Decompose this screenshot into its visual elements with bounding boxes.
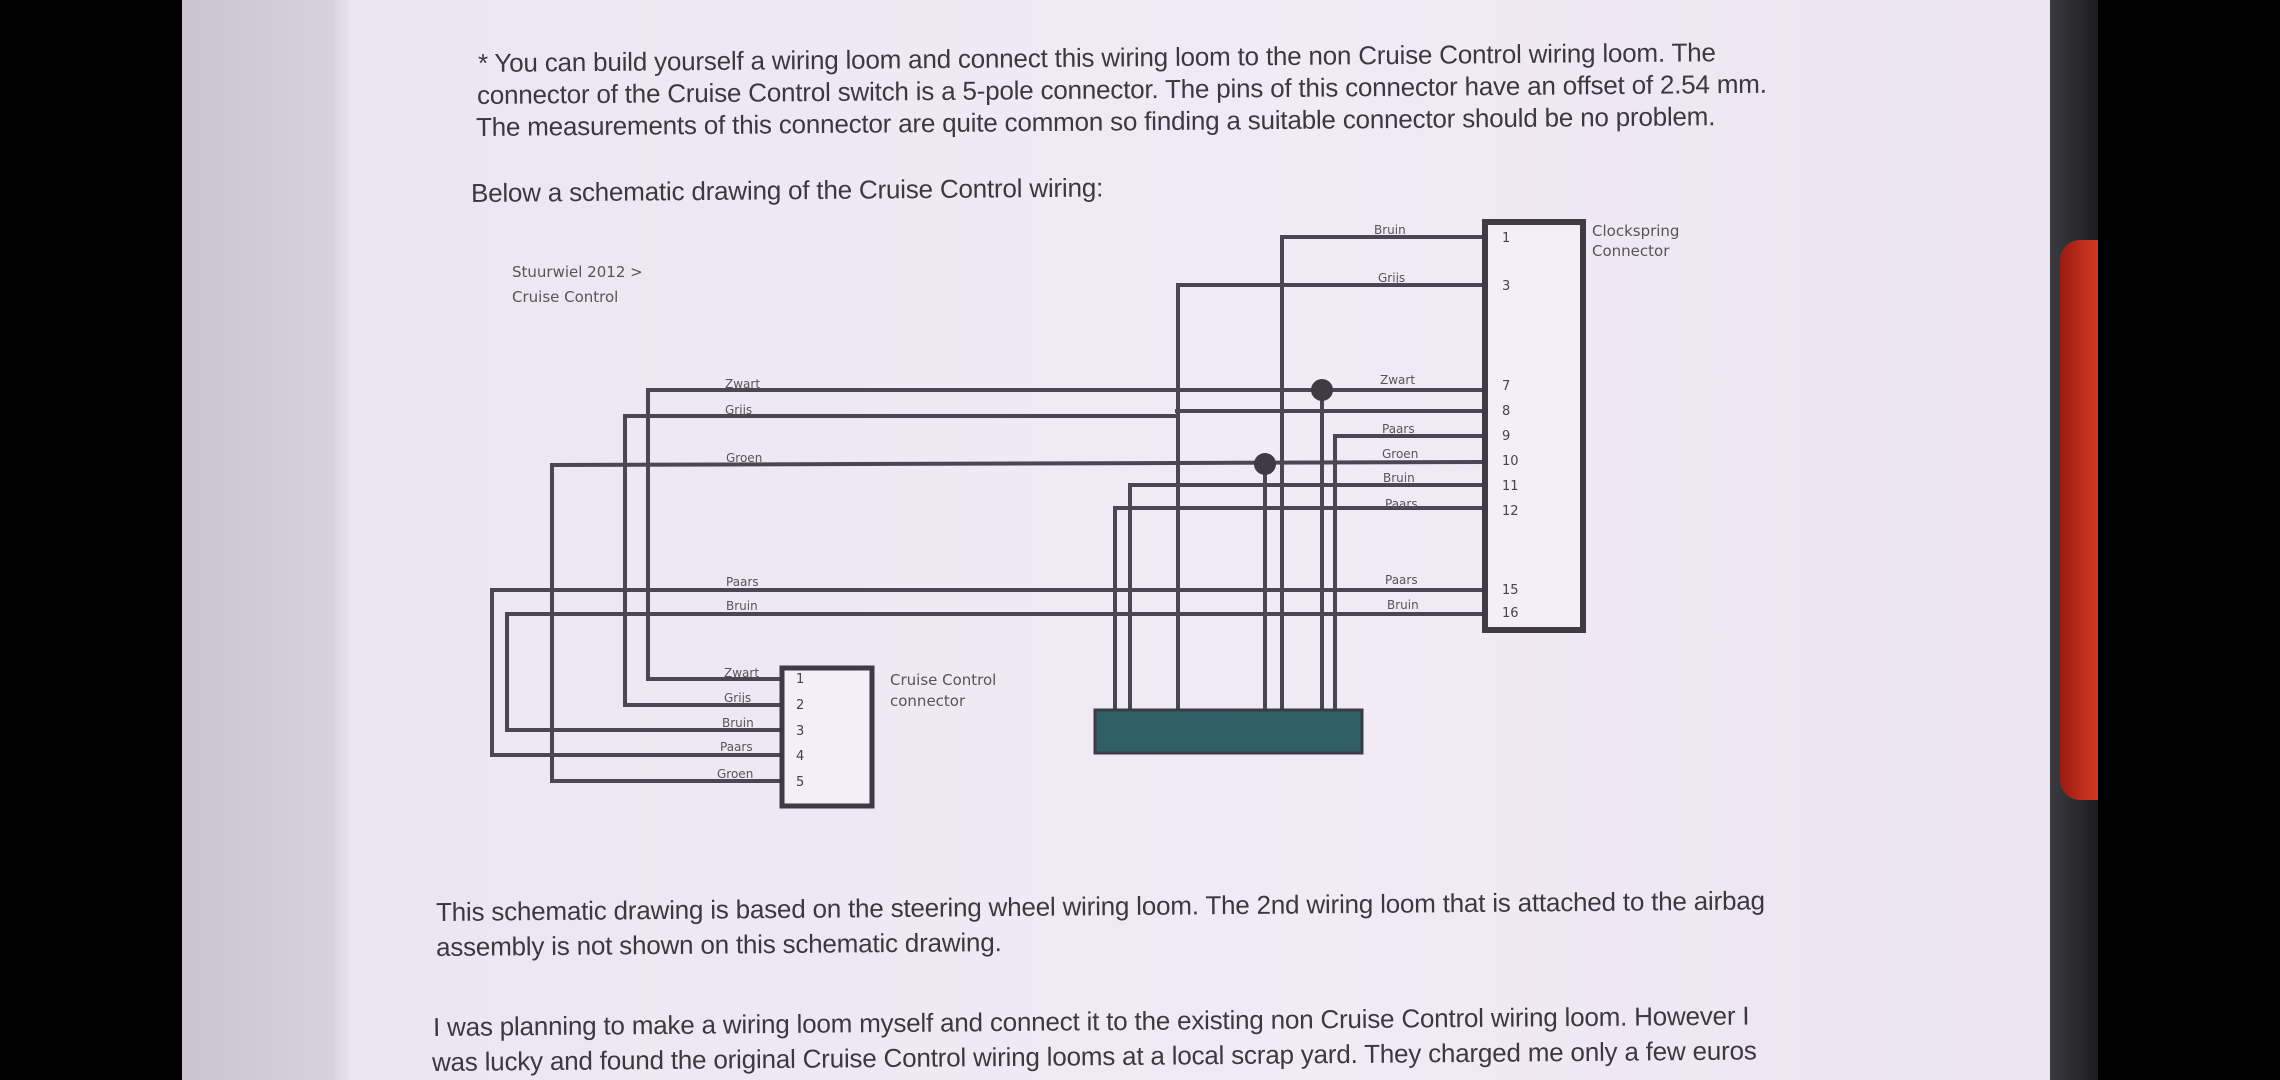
- pin-label: 3: [1502, 279, 1510, 294]
- pin-label: 1: [796, 672, 804, 687]
- wire-label: Bruin: [1383, 471, 1415, 485]
- pin-label: 16: [1502, 606, 1519, 621]
- clockspring-label-1: Clockspring: [1592, 222, 1679, 240]
- pin-label: 11: [1502, 479, 1519, 494]
- wire-grijs: [623, 283, 1483, 707]
- wire-label: Paars: [726, 575, 759, 589]
- junction-dot: [1254, 453, 1276, 475]
- pin-label: 7: [1502, 379, 1510, 394]
- wire-label: Grijs: [725, 403, 752, 417]
- junction-dot: [1311, 379, 1333, 401]
- pin-label: 10: [1502, 454, 1519, 469]
- wire-paars-12: [1113, 506, 1483, 710]
- wire-bruin-11: [1128, 483, 1483, 710]
- clockspring-connector: [1482, 219, 1586, 633]
- wire-label: Zwart: [725, 377, 760, 391]
- steering-switch-block: [1093, 708, 1364, 755]
- pin-label: 8: [1502, 404, 1510, 419]
- wire-bruin-top: [1280, 235, 1483, 710]
- para2-line-2: assembly is not shown on this schematic …: [435, 927, 1002, 962]
- pin-label: 1: [1502, 231, 1510, 246]
- red-object: [2060, 240, 2098, 800]
- pin-label: 3: [796, 724, 804, 739]
- wire-label: Paars: [1382, 422, 1415, 436]
- wire-label: Zwart: [724, 666, 759, 680]
- clockspring-label-2: Connector: [1592, 242, 1670, 260]
- wire-label: Bruin: [726, 599, 758, 613]
- wire-label: Grijs: [1378, 271, 1405, 285]
- pin-label: 4: [796, 749, 804, 764]
- pin-label: 15: [1502, 583, 1519, 598]
- wire-label: Paars: [720, 740, 753, 754]
- wire-paars-9: [1333, 434, 1483, 710]
- cruise-control-connector: [779, 665, 875, 809]
- diagram-title-2: Cruise Control: [512, 288, 618, 306]
- wire-label: Bruin: [722, 716, 754, 730]
- wire-zwart: [646, 388, 1483, 681]
- wire-label: Groen: [1382, 447, 1418, 461]
- paper-page: [182, 0, 2098, 1080]
- wire-label: Groen: [717, 767, 753, 781]
- wire-label: Paars: [1385, 573, 1418, 587]
- wire-label: Bruin: [1387, 598, 1419, 612]
- diagram-title-1: Stuurwiel 2012 >: [512, 263, 643, 281]
- wire-label: Zwart: [1380, 373, 1415, 387]
- pin-label: 12: [1502, 504, 1519, 519]
- wire-label: Groen: [726, 451, 762, 465]
- pin-label: 5: [796, 775, 804, 790]
- wire-groen: [550, 460, 1484, 783]
- wire-paars: [490, 588, 1483, 757]
- pin-label: 2: [796, 698, 804, 713]
- wire-bruin: [505, 612, 1483, 732]
- wire-label: Bruin: [1374, 223, 1406, 237]
- cc-label-1: Cruise Control: [890, 671, 996, 689]
- pin-label: 9: [1502, 429, 1510, 444]
- cc-label-2: connector: [890, 692, 966, 710]
- wire-label: Paars: [1385, 497, 1418, 511]
- wire-label: Grijs: [724, 691, 751, 705]
